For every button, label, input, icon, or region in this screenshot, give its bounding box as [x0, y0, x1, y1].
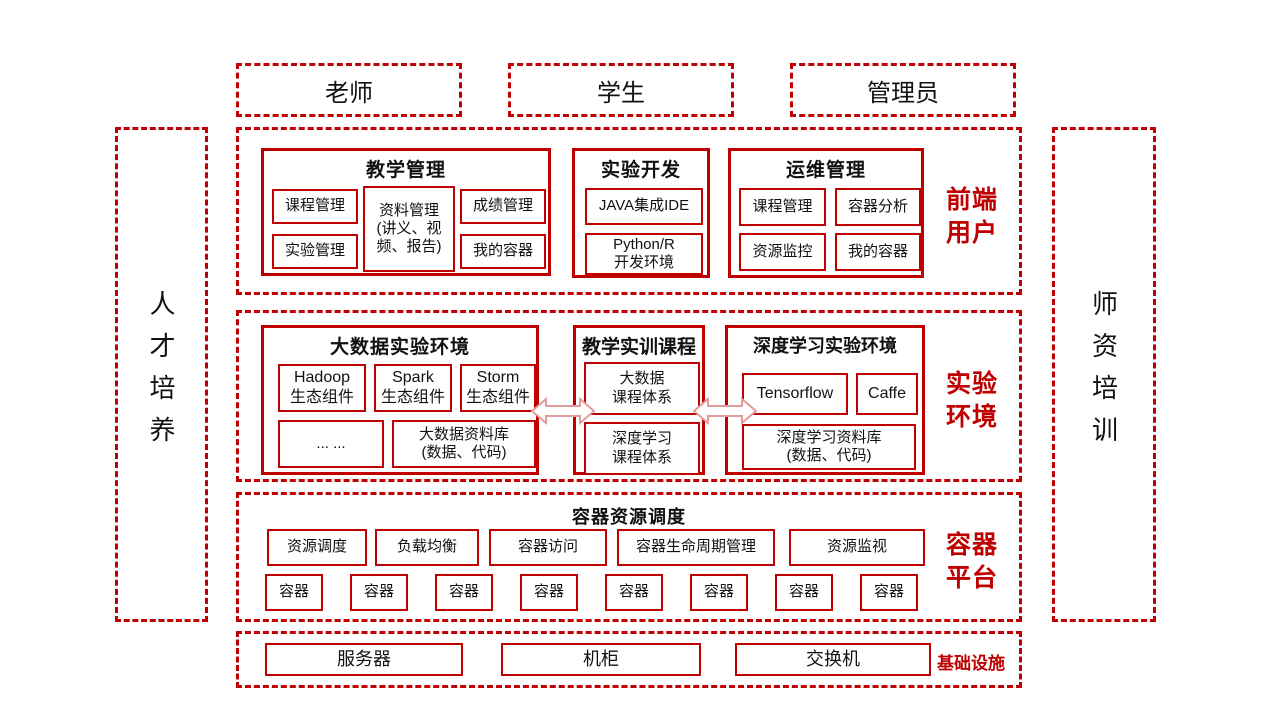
group-deep-learning-lab: 深度学习实验环境 Tensorflow Caffe 深度学习资料库 (数据、代码… — [725, 325, 925, 475]
group-operations-management: 运维管理 课程管理 容器分析 资源监控 我的容器 — [728, 148, 924, 278]
module-grades-management: 成绩管理 — [460, 189, 546, 224]
container-scheduling-title: 容器资源调度 — [572, 507, 686, 527]
module-container-analysis: 容器分析 — [835, 188, 921, 226]
group-experiment-development: 实验开发 JAVA集成IDE Python/R 开发环境 — [572, 148, 710, 278]
bidirectional-arrow-icon — [692, 396, 758, 426]
module-bigdata-repository: 大数据资料库 (数据、代码) — [392, 420, 536, 468]
group-training-courses: 教学实训课程 大数据 课程体系 深度学习 课程体系 — [573, 325, 705, 475]
layer-frontend-users: 教学管理 课程管理 实验管理 资料管理 (讲义、视 频、报告) 成绩管理 我的容… — [236, 127, 1022, 295]
module-resource-scheduling: 资源调度 — [267, 529, 367, 566]
training-courses-title: 教学实训课程 — [581, 337, 696, 358]
module-resource-monitoring: 资源监控 — [739, 233, 826, 271]
experiment-development-title: 实验开发 — [600, 160, 681, 181]
container-platform-label: 容器 平台 — [945, 531, 998, 592]
module-bigdata-curriculum: 大数据 课程体系 — [584, 362, 700, 415]
group-teaching-management: 教学管理 课程管理 实验管理 资料管理 (讲义、视 频、报告) 成绩管理 我的容… — [261, 148, 551, 276]
module-materials-management: 资料管理 (讲义、视 频、报告) — [363, 186, 455, 272]
container-box-4: 容器 — [520, 574, 578, 611]
container-box-5: 容器 — [605, 574, 663, 611]
operations-management-title: 运维管理 — [785, 160, 866, 181]
container-box-1: 容器 — [265, 574, 323, 611]
layer-container-platform: 容器资源调度 资源调度 负载均衡 容器访问 容器生命周期管理 资源监视 容器 容… — [236, 492, 1022, 622]
teacher-training-label: 师资培训 — [1088, 290, 1119, 459]
module-container-lifecycle: 容器生命周期管理 — [617, 529, 775, 566]
talent-cultivation-label: 人才培养 — [146, 290, 176, 459]
module-server: 服务器 — [265, 643, 463, 676]
module-hadoop: Hadoop 生态组件 — [278, 364, 366, 412]
container-box-2: 容器 — [350, 574, 408, 611]
teaching-management-title: 教学管理 — [365, 160, 446, 181]
actor-teacher: 老师 — [236, 63, 462, 117]
module-deep-learning-curriculum: 深度学习 课程体系 — [584, 422, 700, 475]
module-resource-watch: 资源监视 — [789, 529, 925, 566]
experiment-environment-label: 实验 环境 — [945, 370, 998, 431]
module-ops-my-container: 我的容器 — [835, 233, 921, 271]
module-switch: 交换机 — [735, 643, 931, 676]
container-box-7: 容器 — [775, 574, 833, 611]
bidirectional-arrow-icon — [530, 396, 596, 426]
module-java-ide: JAVA集成IDE — [585, 188, 703, 225]
infrastructure-label: 基础设施 — [937, 654, 1005, 673]
module-storm: Storm 生态组件 — [460, 364, 536, 412]
module-course-management: 课程管理 — [272, 189, 358, 224]
container-box-6: 容器 — [690, 574, 748, 611]
module-rack: 机柜 — [501, 643, 701, 676]
module-my-container: 我的容器 — [460, 234, 546, 269]
module-caffe: Caffe — [856, 373, 918, 415]
side-panel-talent-cultivation: 人才培养 — [115, 127, 208, 622]
side-panel-teacher-training: 师资培训 — [1052, 127, 1156, 622]
deep-learning-lab-title: 深度学习实验环境 — [753, 336, 897, 356]
module-container-access: 容器访问 — [489, 529, 607, 566]
module-ops-course-management: 课程管理 — [739, 188, 826, 226]
bigdata-lab-title: 大数据实验环境 — [329, 337, 470, 358]
module-load-balancing: 负载均衡 — [375, 529, 479, 566]
group-bigdata-lab: 大数据实验环境 Hadoop 生态组件 Spark 生态组件 Storm 生态组… — [261, 325, 539, 475]
actor-student: 学生 — [508, 63, 734, 117]
module-python-r-env: Python/R 开发环境 — [585, 233, 703, 275]
module-experiment-management: 实验管理 — [272, 234, 358, 269]
module-spark: Spark 生态组件 — [374, 364, 452, 412]
layer-infrastructure: 服务器 机柜 交换机 基础设施 — [236, 631, 1022, 688]
module-more-components: ... ... — [278, 420, 384, 468]
module-tensorflow: Tensorflow — [742, 373, 848, 415]
container-box-3: 容器 — [435, 574, 493, 611]
module-deep-learning-repository: 深度学习资料库 (数据、代码) — [742, 424, 916, 470]
frontend-users-label: 前端 用户 — [945, 186, 998, 247]
container-box-8: 容器 — [860, 574, 918, 611]
actor-admin: 管理员 — [790, 63, 1016, 117]
layer-experiment-environment: 大数据实验环境 Hadoop 生态组件 Spark 生态组件 Storm 生态组… — [236, 310, 1022, 482]
